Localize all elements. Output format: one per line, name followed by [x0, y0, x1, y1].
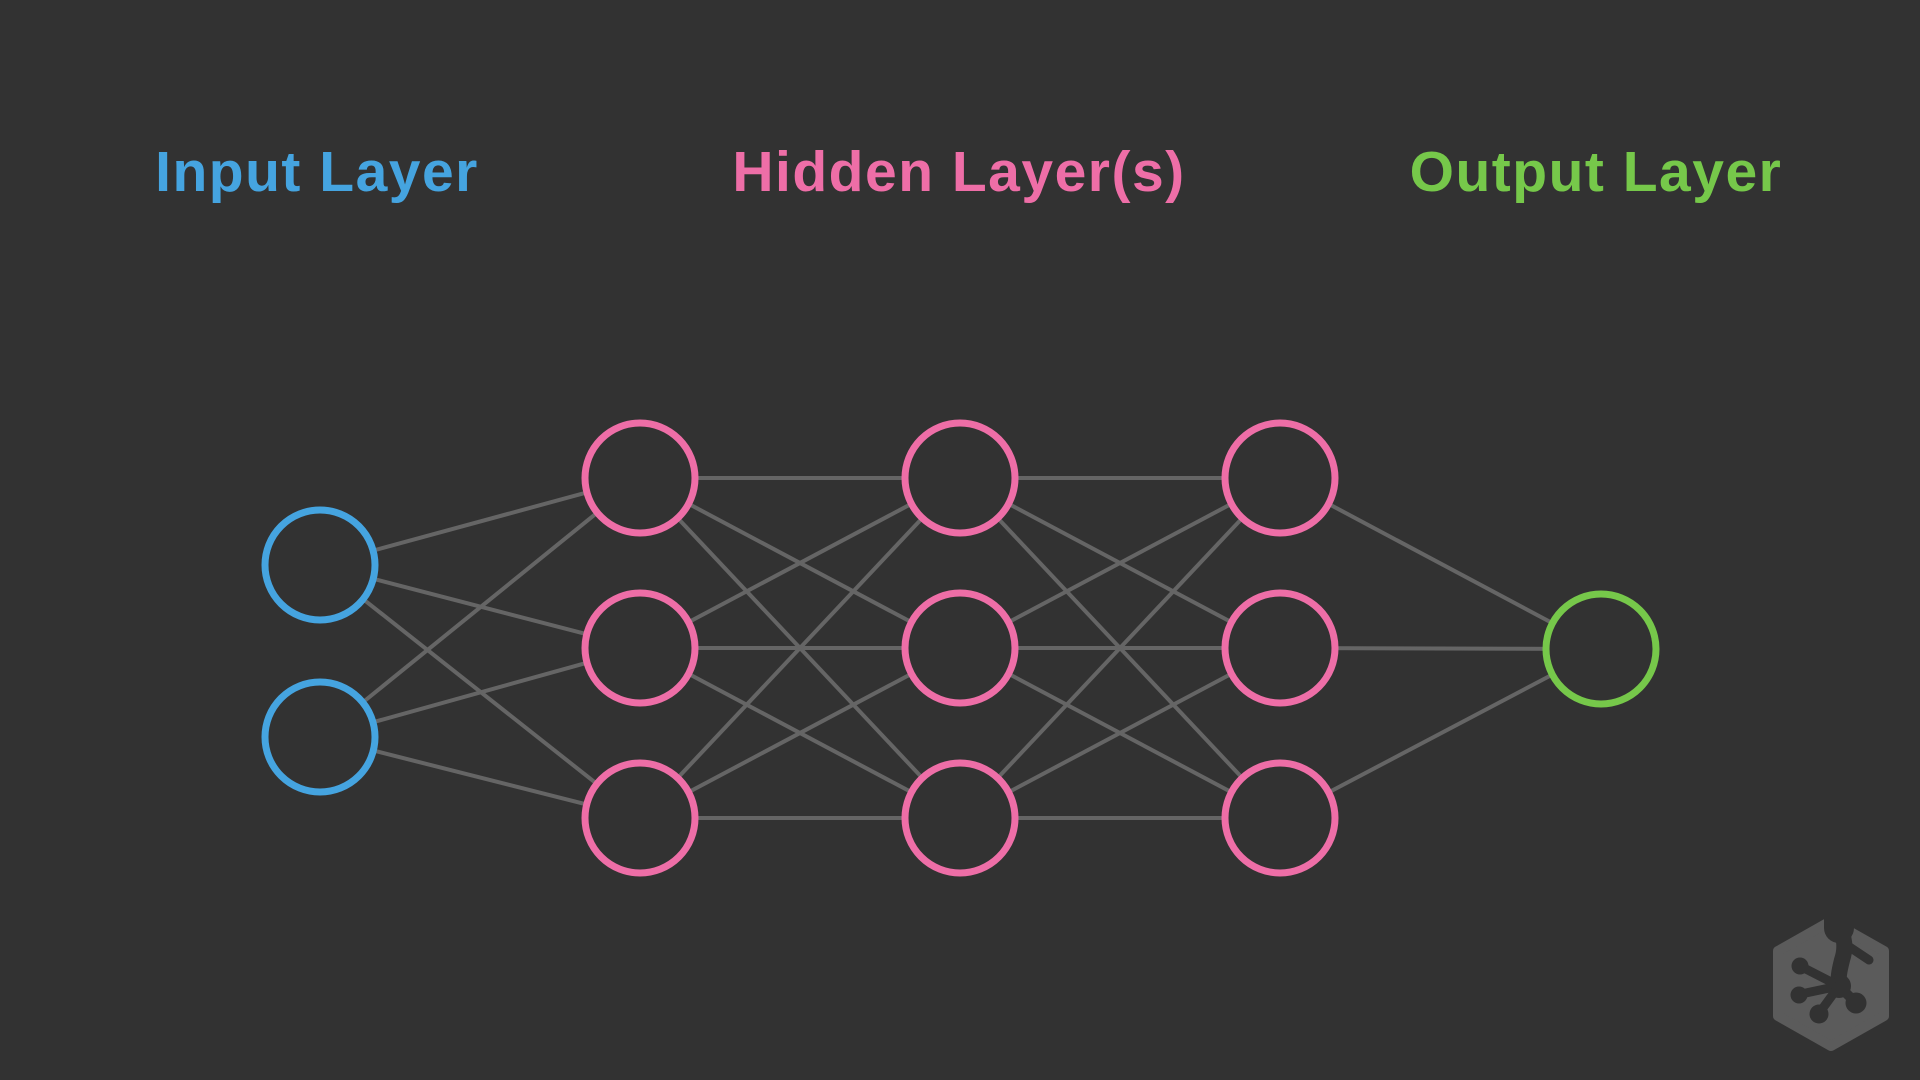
hidden-layer-2-node-3	[901, 759, 1019, 877]
frog-hexagon-logo	[1773, 916, 1889, 1051]
logo-frog-foot-cutout	[1790, 916, 1874, 1024]
hidden-layer-1-node-3	[581, 759, 699, 877]
edge-hidden-layer-1-to-hidden-layer-2	[638, 476, 962, 820]
input-layer-label: Input Layer	[155, 140, 479, 204]
edge-hidden-layer-2-to-hidden-layer-3	[959, 646, 1281, 820]
hidden-layer-label: Hidden Layer(s)	[732, 140, 1186, 204]
hidden-layer-2-node-2	[901, 589, 1019, 707]
input-layer-node-2	[261, 678, 379, 796]
output-layer-label: Output Layer	[1409, 140, 1783, 204]
edge-hidden-layer-1-to-hidden-layer-2	[639, 476, 961, 650]
hidden-layer-1-node-2	[581, 589, 699, 707]
edge-hidden-layer-3-to-output-layer	[1279, 476, 1602, 651]
hidden-layer-3-node-1	[1221, 419, 1339, 537]
input-layer-node-1	[261, 506, 379, 624]
hidden-layer-1-node-1	[581, 419, 699, 537]
edge-hidden-layer-2-to-hidden-layer-3	[959, 476, 1281, 650]
edge-hidden-layer-3-to-output-layer	[1279, 647, 1602, 820]
edge-input-layer-to-hidden-layer-1	[318, 476, 642, 739]
edge-hidden-layer-1-to-hidden-layer-2	[639, 646, 961, 820]
edge-hidden-layer-2-to-hidden-layer-3	[958, 476, 1282, 820]
hidden-layer-2-node-1	[901, 419, 1019, 537]
hidden-layer-3-node-2	[1221, 589, 1339, 707]
hidden-layer-3-node-3	[1221, 759, 1339, 877]
output-layer-node-1	[1542, 590, 1660, 708]
